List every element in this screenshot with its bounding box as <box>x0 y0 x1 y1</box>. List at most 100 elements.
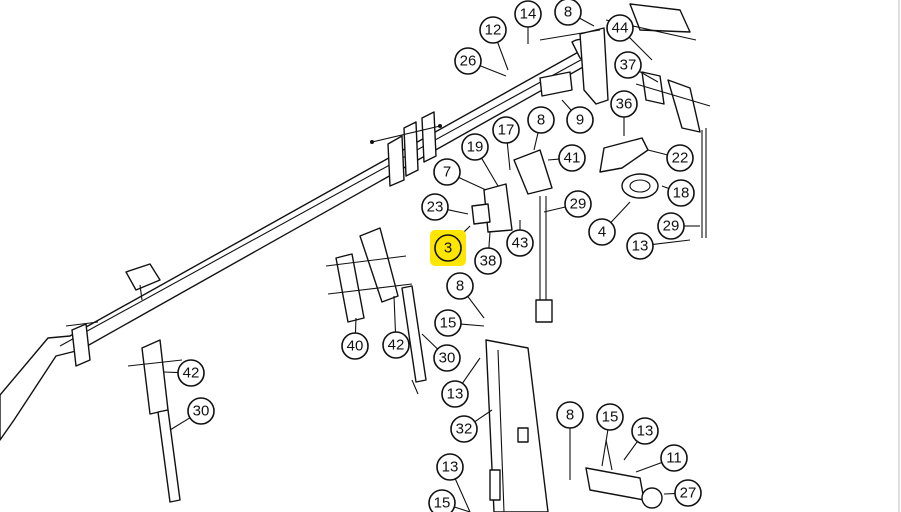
callout-leader <box>458 176 487 191</box>
callout-leader <box>579 17 595 27</box>
callout-number: 12 <box>485 22 502 39</box>
callout-circle <box>610 90 638 118</box>
callout-7: 7 <box>433 158 487 191</box>
callout-leader <box>393 295 397 333</box>
callout-number: 26 <box>460 53 477 70</box>
callout-circle <box>436 453 464 481</box>
callout-leader <box>479 65 507 77</box>
callout-leader <box>506 142 511 171</box>
callout-leader <box>661 185 669 190</box>
callout-leader <box>169 417 191 431</box>
callout-15: 15 <box>434 309 485 337</box>
callout-number: 18 <box>673 185 690 202</box>
callout-circle <box>554 0 582 26</box>
callout-leader <box>635 461 662 473</box>
callout-circle <box>566 106 594 134</box>
callout-number: 36 <box>616 96 633 113</box>
callout-leader <box>610 201 631 223</box>
callout-number: 30 <box>193 403 210 420</box>
vertical-frame-post <box>485 339 549 512</box>
callout-38: 38 <box>474 231 502 275</box>
callout-42: 42 <box>382 295 410 359</box>
lower-right-bracket <box>585 439 663 509</box>
callout-circle <box>187 397 215 425</box>
callout-circle <box>657 212 685 240</box>
left-beam-clamp <box>65 321 99 367</box>
callout-circle <box>514 0 542 28</box>
callout-leader <box>488 231 491 249</box>
callout-11: 11 <box>635 444 688 473</box>
callout-15: 15 <box>428 489 471 512</box>
callout-18: 18 <box>661 179 695 207</box>
callout-26: 26 <box>454 47 507 77</box>
callout-41: 41 <box>547 144 586 172</box>
upper-mount-plate <box>539 27 609 105</box>
callout-leader <box>454 478 471 512</box>
callout-leader <box>354 317 357 334</box>
callout-circle <box>177 359 205 387</box>
callout-leader <box>481 157 499 187</box>
callout-circle <box>614 51 642 79</box>
callout-number: 15 <box>602 409 619 426</box>
callout-leader <box>454 506 471 512</box>
callout-8: 8 <box>554 0 595 27</box>
callout-circle <box>558 144 586 172</box>
callout-8: 8 <box>527 106 555 151</box>
callout-number: 23 <box>427 199 444 216</box>
callout-number: 8 <box>564 4 572 21</box>
callout-circle <box>461 133 489 161</box>
top-right-bracket <box>605 3 711 133</box>
callout-circle <box>474 247 502 275</box>
callout-number: 19 <box>467 139 484 156</box>
callout-13: 13 <box>436 453 471 512</box>
callout-circle <box>341 332 369 360</box>
callout-number: 7 <box>443 164 451 181</box>
callout-circle <box>433 158 461 186</box>
callout-leader <box>497 41 509 71</box>
callout-circle <box>454 47 482 75</box>
callout-number: 14 <box>520 6 537 23</box>
callout-29: 29 <box>657 212 700 240</box>
callout-leader <box>447 209 469 215</box>
callout-leader <box>561 99 572 111</box>
callout-8: 8 <box>446 272 485 319</box>
callout-number: 4 <box>598 224 606 241</box>
callout-number: 42 <box>183 365 200 382</box>
callout-circle <box>434 309 462 337</box>
callout-number: 29 <box>570 196 587 213</box>
callout-17: 17 <box>492 116 520 171</box>
callout-circle <box>492 116 520 144</box>
callout-number: 3 <box>444 240 452 257</box>
callout-leader <box>652 239 691 245</box>
callout-36: 36 <box>610 90 638 136</box>
callout-leader <box>647 149 668 156</box>
upper-clamp-brackets <box>370 111 442 187</box>
callout-circle <box>479 16 507 44</box>
callout-44: 44 <box>606 14 653 61</box>
callout-43: 43 <box>506 220 534 257</box>
callout-number: 15 <box>440 315 457 332</box>
callout-22: 22 <box>647 144 694 172</box>
callout-number: 15 <box>434 495 451 512</box>
callout-40: 40 <box>341 317 369 360</box>
callout-circle <box>674 479 702 507</box>
callout-leader <box>461 357 481 384</box>
callout-leader <box>467 296 485 319</box>
callout-leader <box>601 429 609 467</box>
callout-number: 13 <box>447 386 464 403</box>
callout-number: 41 <box>564 150 581 167</box>
callout-30: 30 <box>169 397 215 431</box>
callout-circle <box>421 193 449 221</box>
callout-42: 42 <box>163 359 205 387</box>
left-bracket-cylinder <box>127 339 183 503</box>
callout-number: 13 <box>442 459 459 476</box>
callout-number: 9 <box>576 112 584 129</box>
callout-32: 32 <box>450 409 493 443</box>
callout-number: 40 <box>347 338 364 355</box>
callout-number: 32 <box>456 421 473 438</box>
callout-circle <box>626 232 654 260</box>
callout-leader <box>421 333 439 350</box>
callout-13: 13 <box>441 357 481 408</box>
callout-number: 8 <box>537 112 545 129</box>
